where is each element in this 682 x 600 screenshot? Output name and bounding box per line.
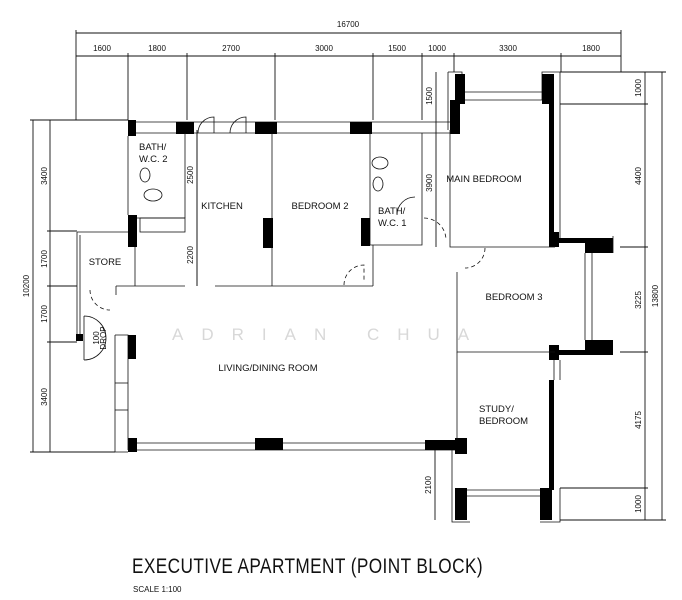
dim-top-total: 16700 [337,20,360,29]
bedroom3-label: BEDROOM 3 [485,292,542,303]
bath2-label: W.C. 2 [139,154,168,165]
study-label: BEDROOM [479,416,528,427]
bath1-label: BATH/ [378,206,406,217]
dim-top: 3000 [315,44,333,53]
dim-right: 1000 [634,79,643,97]
study-label: STUDY/ [479,404,514,415]
inner-dimensions: 1500 3900 2500 2200 2100 [186,72,437,520]
dim-inner: 2500 [186,166,195,184]
kitchen-label: KITCHEN [201,201,243,212]
dim-top: 1800 [148,44,166,53]
store-label: STORE [89,257,122,268]
bath2-label: BATH/ [139,142,167,153]
plan-title: EXECUTIVE APARTMENT (POINT BLOCK) [132,555,483,578]
left-dimensions: 10200 3400 1700 1700 3400 [22,119,128,453]
dim-right: 3225 [634,291,643,309]
room-labels: BATH/ W.C. 2 KITCHEN BEDROOM 2 BATH/ W.C… [89,142,543,427]
living-dining-label: LIVING/DINING ROOM [218,363,317,374]
dim-inner: 2100 [424,476,433,494]
plan-scale: SCALE 1:100 [133,585,182,594]
dim-top: 2700 [222,44,240,53]
dim-right: 4400 [634,167,643,185]
dim-left: 1700 [40,305,49,323]
dim-right: 4175 [634,411,643,429]
dim-inner: 1500 [425,87,434,105]
refuse-drop-label: DROP [99,326,108,349]
dim-right: 1000 [634,495,643,513]
dim-left: 1700 [40,250,49,268]
refuse-drop-label: 100 [92,331,101,345]
dim-inner: 2200 [186,246,195,264]
dim-top: 1600 [93,44,111,53]
dim-right-total: 13800 [651,284,660,307]
dim-top: 1000 [428,44,446,53]
walls [76,71,614,523]
dim-top: 1500 [388,44,406,53]
watermark: ADRIAN CHUA [172,325,487,344]
top-dimensions: 16700 1600 1800 2700 3000 1500 1000 3300… [75,20,622,120]
dim-inner: 3900 [425,174,434,192]
dim-top: 1800 [582,44,600,53]
dim-top: 3300 [499,44,517,53]
main-bedroom-label: MAIN BEDROOM [446,174,522,185]
bath1-label: W.C. 1 [378,218,407,229]
dim-left: 3400 [40,388,49,406]
dim-left-total: 10200 [22,274,31,297]
dim-left: 3400 [40,167,49,185]
bedroom2-label: BEDROOM 2 [291,201,348,212]
right-dimensions: 13800 1000 4400 3225 4175 1000 [560,71,666,521]
